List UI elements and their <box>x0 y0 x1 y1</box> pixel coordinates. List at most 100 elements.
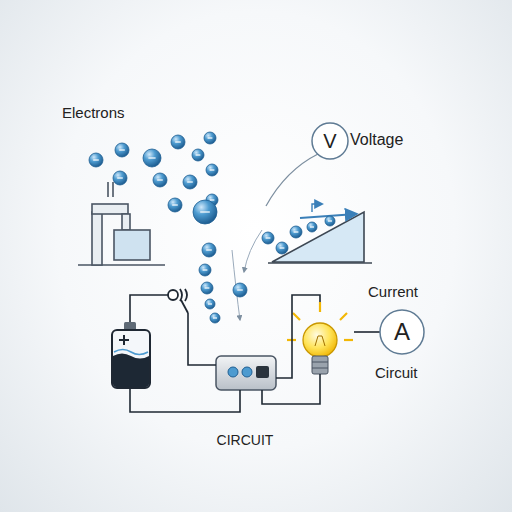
text-label: Electrons <box>62 104 125 121</box>
electron-ball <box>183 175 197 189</box>
wire <box>276 295 320 378</box>
resistor-body <box>216 356 276 390</box>
electron <box>204 132 216 144</box>
minus-mark <box>210 199 215 200</box>
electron-ball <box>233 283 247 297</box>
pipe <box>122 214 130 230</box>
circle-shape <box>380 310 424 354</box>
electron <box>192 149 204 161</box>
electron <box>262 232 274 244</box>
electron <box>193 200 217 224</box>
battery-fill <box>113 354 149 388</box>
meter-letter: V <box>323 130 336 153</box>
electron <box>325 216 335 226</box>
minus-mark <box>117 177 123 178</box>
meter-circle: V <box>310 121 350 161</box>
pipe <box>92 212 102 265</box>
bulb-glass <box>303 323 337 357</box>
bulb-symbol <box>287 302 353 374</box>
resistor-tile <box>256 366 269 378</box>
electron-ball <box>192 149 204 161</box>
electron-ball <box>168 198 182 212</box>
electron-ball <box>210 313 220 323</box>
wires <box>130 295 380 412</box>
minus-mark <box>210 169 215 170</box>
battery-body <box>112 330 150 388</box>
ramp-illustration <box>268 204 372 263</box>
electron <box>276 242 288 254</box>
bulb-filament <box>315 336 325 346</box>
resistor-dot <box>228 367 238 377</box>
battery-symbol <box>112 322 150 388</box>
minus-mark <box>172 204 178 205</box>
electron <box>205 299 215 309</box>
electron <box>201 282 213 294</box>
electron-ball <box>199 264 211 276</box>
text-label: CIRCUIT <box>217 432 274 448</box>
electron <box>290 226 302 238</box>
electron <box>115 143 129 157</box>
flow-mark <box>112 182 114 197</box>
pipe <box>92 204 128 214</box>
switch-contact <box>180 289 182 301</box>
pipe-icon <box>78 182 165 265</box>
electron <box>233 283 247 297</box>
electron-ball <box>325 216 335 226</box>
electron-ball <box>171 135 185 149</box>
electron <box>113 171 127 185</box>
electron-ball <box>113 171 127 185</box>
text-label: Voltage <box>350 131 403 149</box>
ramp <box>272 212 364 262</box>
minus-mark <box>203 269 208 270</box>
battery-wave <box>114 350 148 355</box>
electron <box>210 313 220 323</box>
wire <box>354 331 380 333</box>
minus-mark <box>280 247 285 248</box>
wire <box>130 388 240 412</box>
bulb-base <box>312 356 328 374</box>
minus-mark <box>205 287 210 288</box>
electron-ball <box>143 149 161 167</box>
leader-line <box>266 154 318 206</box>
minus-mark <box>196 154 201 155</box>
ground-line <box>78 264 165 266</box>
electron <box>171 135 185 149</box>
ramp-base <box>268 262 372 264</box>
minus-mark <box>200 211 210 212</box>
electron-ball <box>290 226 302 238</box>
minus-mark <box>157 179 163 180</box>
meter-circle: A <box>378 308 426 356</box>
minus-mark <box>294 231 299 232</box>
electron <box>307 222 317 232</box>
minus-mark <box>310 226 314 227</box>
flow-mark <box>107 182 109 197</box>
electron <box>153 173 167 187</box>
resistor-dot <box>242 367 252 377</box>
electron-ball <box>276 242 288 254</box>
electron-ball <box>201 282 213 294</box>
electron-ball <box>205 299 215 309</box>
electron-cloud <box>89 132 335 323</box>
minus-mark <box>187 181 193 182</box>
minus-mark <box>175 141 181 142</box>
minus-mark <box>148 157 155 158</box>
electron <box>168 198 182 212</box>
electron-ball <box>115 143 129 157</box>
minus-mark <box>206 249 212 250</box>
electron-ball <box>153 173 167 187</box>
tank <box>114 230 150 260</box>
wire <box>130 295 168 322</box>
minus-mark <box>213 317 217 318</box>
minus-mark <box>266 237 271 238</box>
electron-ball <box>89 153 103 167</box>
switch-symbol <box>168 289 188 313</box>
minus-mark <box>208 137 213 138</box>
minus-mark <box>237 289 243 290</box>
electron <box>199 264 211 276</box>
electron-ball <box>204 132 216 144</box>
switch-contact <box>185 289 187 301</box>
electron <box>202 243 216 257</box>
electron-ball <box>206 164 218 176</box>
electron-ball <box>262 232 274 244</box>
